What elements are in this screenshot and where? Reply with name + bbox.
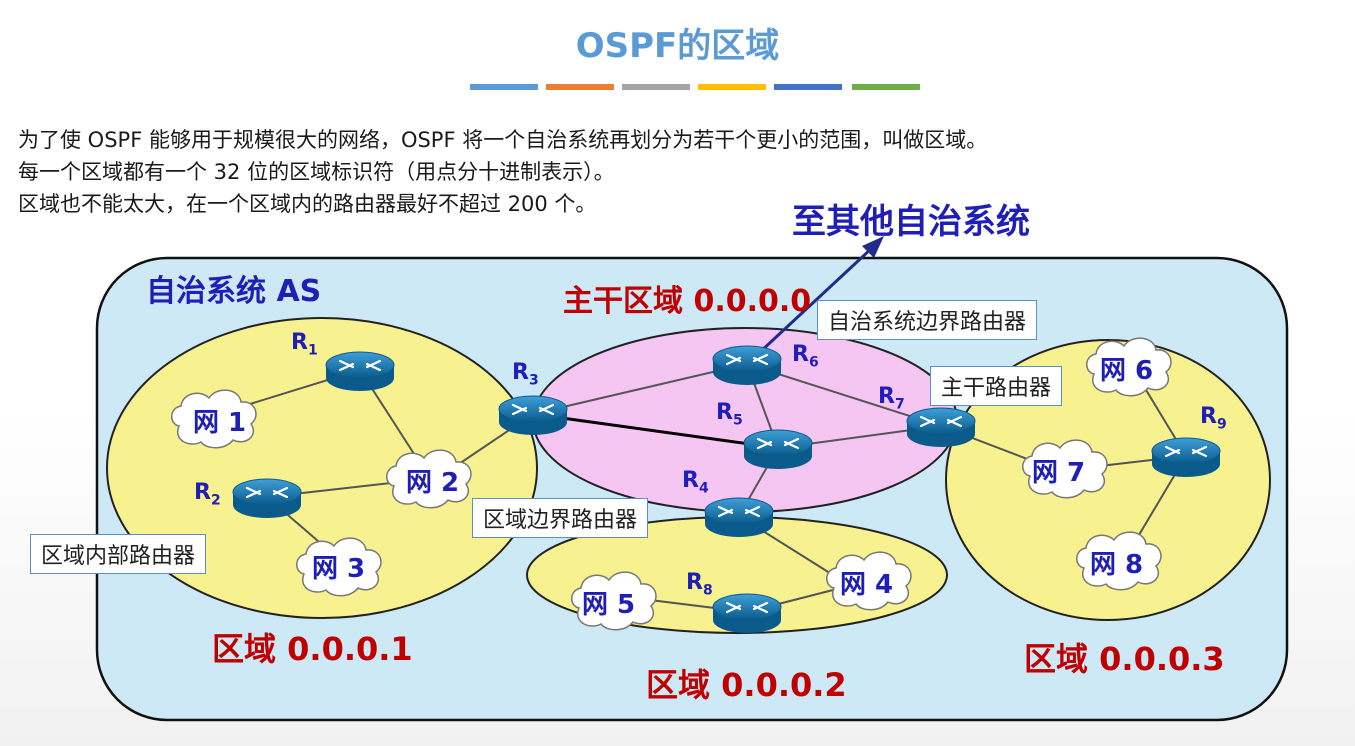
intro-line-2: 每一个区域都有一个 32 位的区域标识符（用点分十进制表示）。 <box>18 160 615 184</box>
arrow-head-icon <box>862 236 884 258</box>
backbone-router-callout: 主干路由器 <box>930 366 1063 406</box>
internal-router-callout: 区域内部路由器 <box>30 534 207 574</box>
area-2-label: 区域 0.0.0.2 <box>646 666 847 704</box>
router-r1-label: R1 <box>291 330 318 359</box>
router-r3-label: R3 <box>512 360 539 389</box>
router-r9-icon <box>1150 436 1222 479</box>
router-r8-label: R8 <box>686 570 713 599</box>
intro-line-3: 区域也不能太大，在一个区域内的路由器最好不超过 200 个。 <box>18 192 597 216</box>
router-r6-label: R6 <box>792 342 819 371</box>
arrow-to-other-as <box>758 246 874 354</box>
router-r7-icon <box>905 406 977 449</box>
router-r2-label: R2 <box>194 480 221 509</box>
page-title: OSPF的区域 <box>575 26 780 66</box>
network-5-label: 网 5 <box>582 590 636 620</box>
network-8-label: 网 8 <box>1090 550 1144 580</box>
network-2-label: 网 2 <box>406 468 460 498</box>
router-r5-label: R5 <box>716 400 743 429</box>
network-7-label: 网 7 <box>1032 458 1086 488</box>
as-label: 自治系统 AS <box>146 274 322 309</box>
area-3-region <box>945 339 1271 621</box>
router-r1-icon <box>324 350 396 393</box>
intro-paragraph: 为了使 OSPF 能够用于规模很大的网络，OSPF 将一个自治系统再划分为若干个… <box>18 124 987 220</box>
title-accent-bars <box>470 84 920 90</box>
router-r9-label: R9 <box>1200 404 1227 433</box>
area-3-label: 区域 0.0.0.3 <box>1024 640 1225 678</box>
to-other-as-label: 至其他自治系统 <box>792 202 1030 242</box>
router-r8-icon <box>711 592 783 635</box>
intro-line-1: 为了使 OSPF 能够用于规模很大的网络，OSPF 将一个自治系统再划分为若干个… <box>18 128 988 152</box>
network-4-label: 网 4 <box>840 570 894 600</box>
network-1-label: 网 1 <box>193 408 247 438</box>
router-r4-label: R4 <box>682 468 709 497</box>
router-r2-icon <box>231 477 303 520</box>
router-r3-icon <box>497 394 569 437</box>
router-r6-icon <box>711 344 783 387</box>
router-r7-label: R7 <box>878 384 905 413</box>
asbr-callout: 自治系统边界路由器 <box>817 300 1038 340</box>
network-3-label: 网 3 <box>312 554 366 584</box>
network-6-label: 网 6 <box>1100 356 1154 386</box>
router-r4-icon <box>703 496 775 539</box>
area-1-label: 区域 0.0.0.1 <box>212 630 413 668</box>
router-r5-icon <box>742 428 814 471</box>
backbone-area-label: 主干区域 0.0.0.0 <box>563 284 812 319</box>
backbone-link-r3-r5 <box>532 412 779 450</box>
abr-callout: 区域边界路由器 <box>472 498 649 538</box>
